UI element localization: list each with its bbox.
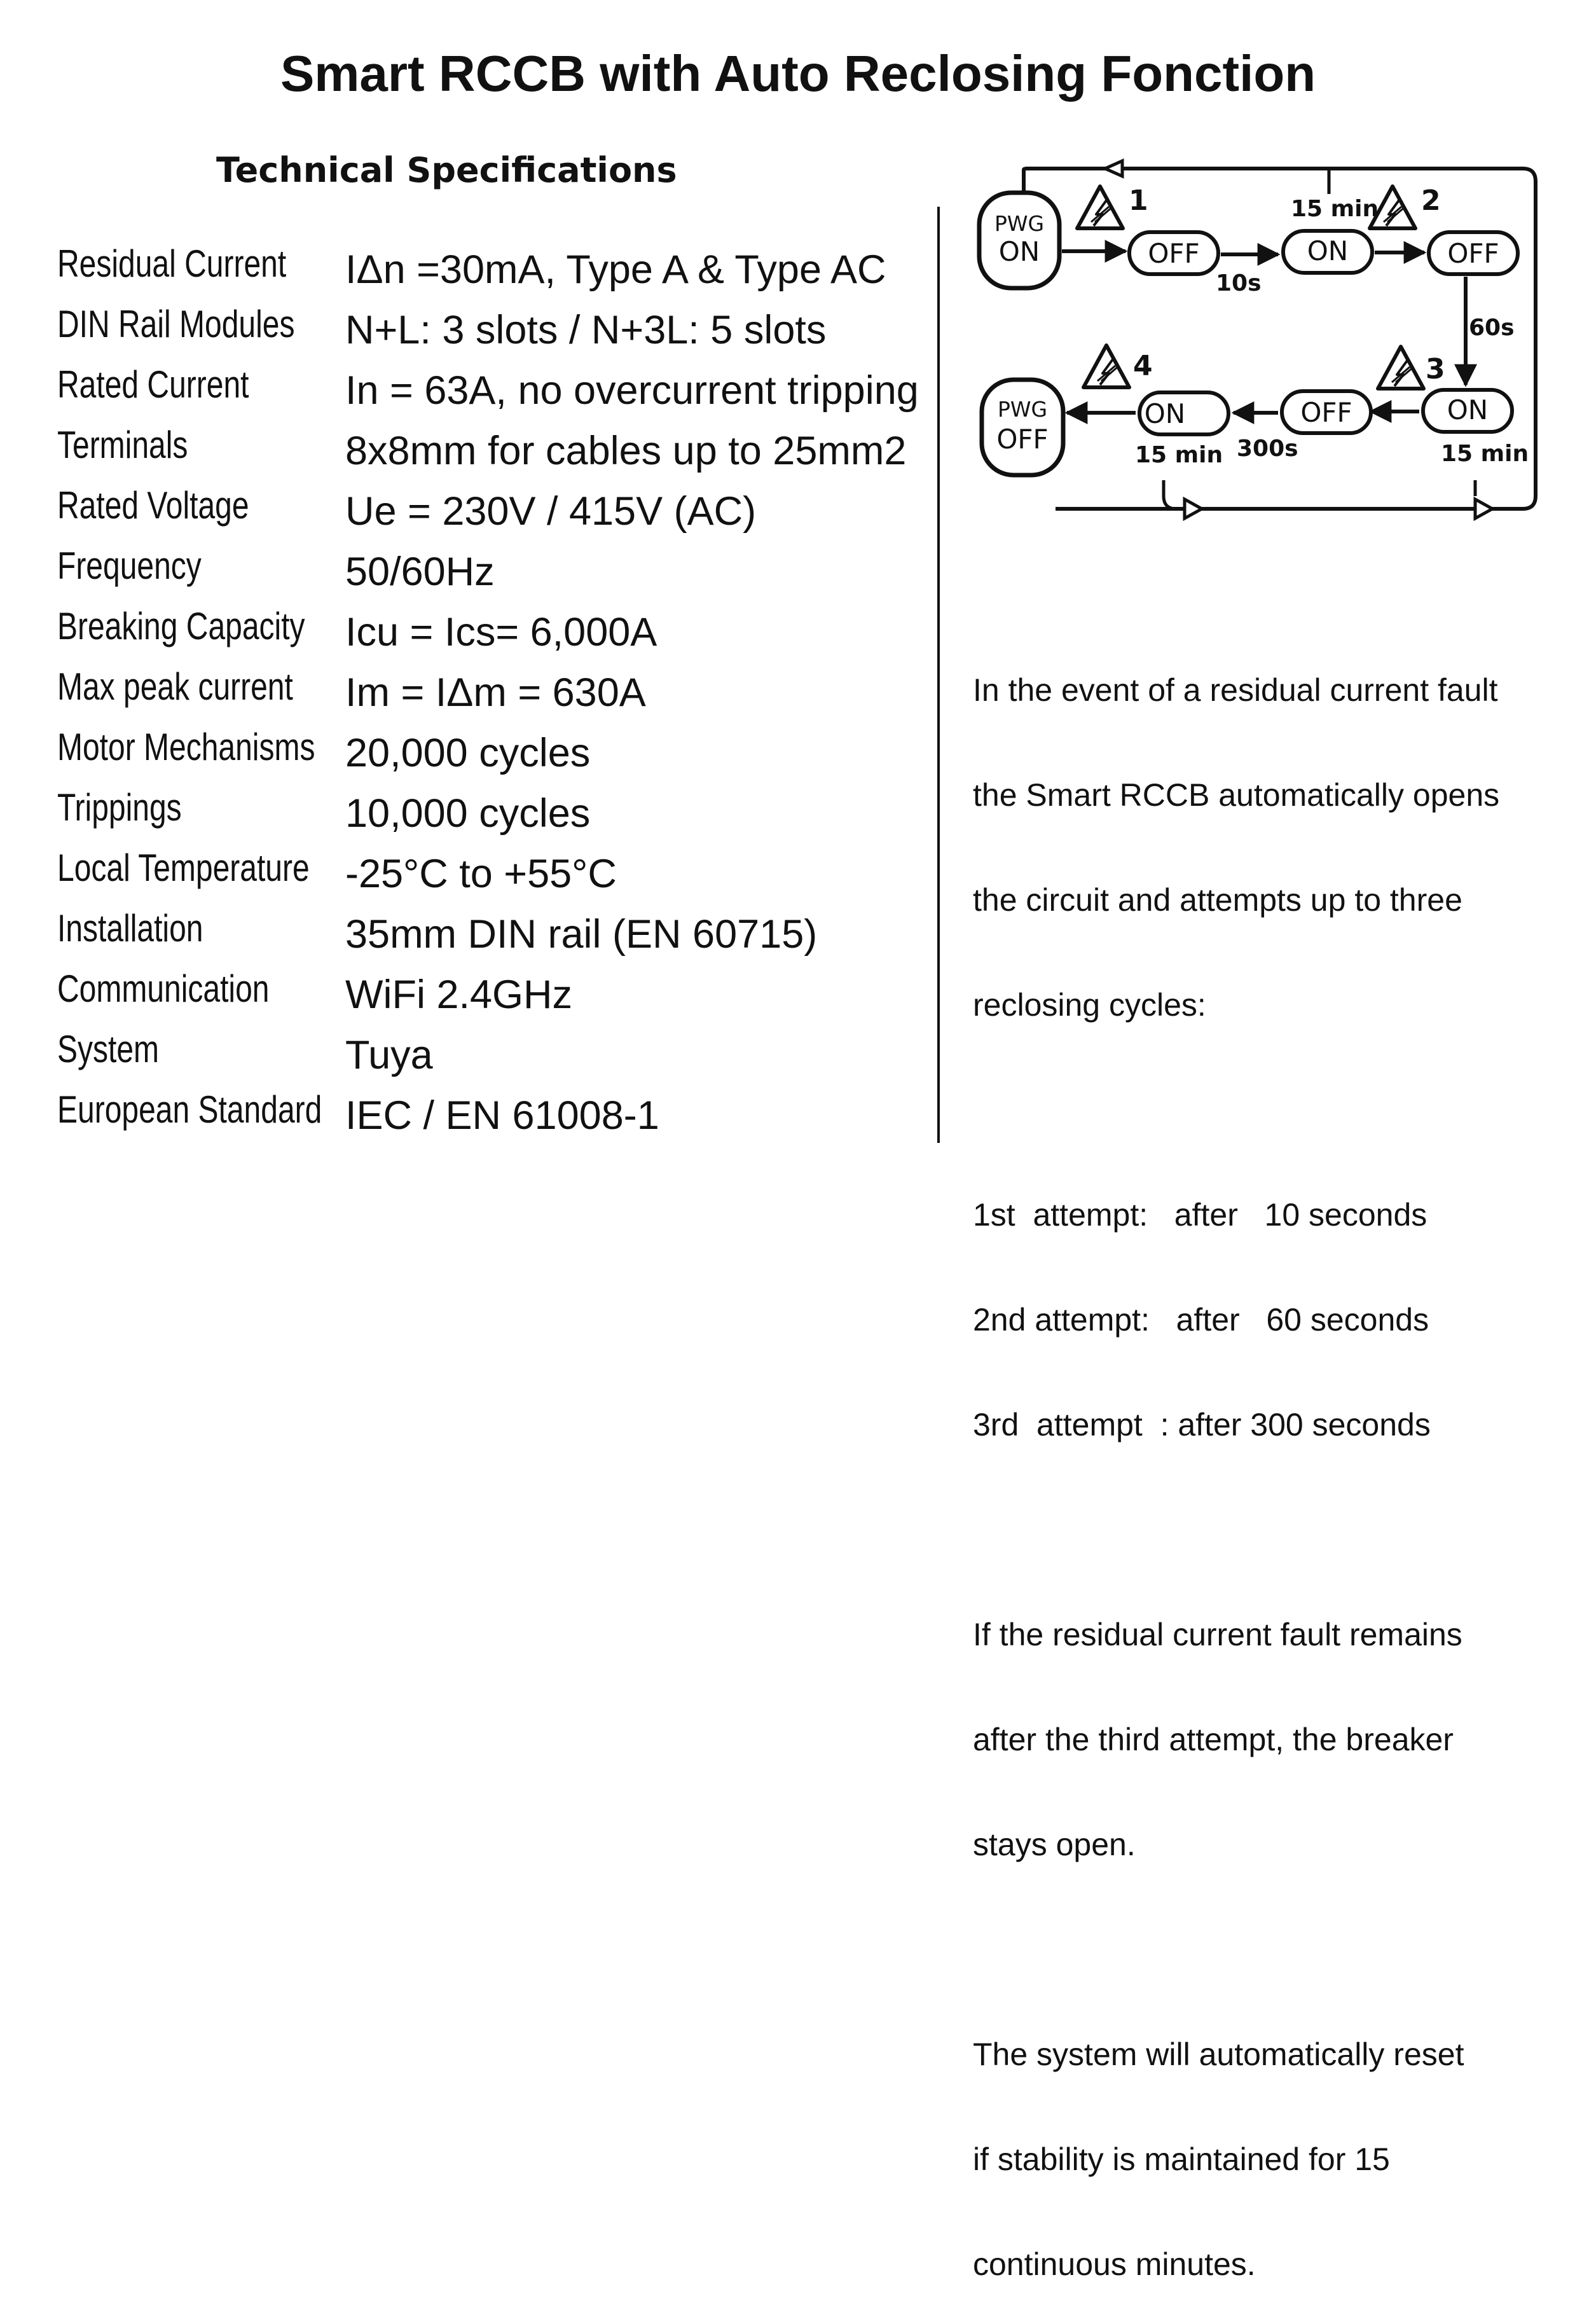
state-on-2-label: ON [1307,235,1348,266]
pwg-on-label-bottom: ON [999,236,1040,267]
specs-heading: Technical Specifications [216,150,677,190]
timer-10s: 10s [1216,270,1262,296]
notes-line: the Smart RCCB automatically opens [973,777,1500,813]
timer-300s: 300s [1237,436,1298,462]
spec-label: Terminals [57,424,188,466]
spec-value: 50/60Hz [345,550,495,594]
fault-4-icon [1083,345,1129,387]
spec-label: Local Temperature [57,847,310,889]
spec-label: Residual Current [57,242,287,285]
fault-2-number: 2 [1421,184,1441,217]
state-off-1-label: OFF [1148,238,1199,269]
spec-value: Im = IΔm = 630A [345,670,646,715]
spec-label: Trippings [57,786,182,829]
fault-3-number: 3 [1426,353,1445,385]
pwg-off-label-top: PWG [998,397,1047,422]
spec-label: Installation [57,907,203,950]
attempt-line: 1st attempt: after 10 seconds [973,1197,1427,1233]
spec-label: System [57,1028,160,1070]
spec-value: Tuya [345,1033,433,1077]
notes-line: The system will automatically reset [973,2037,1464,2072]
spec-value: In = 63A, no overcurrent tripping [345,368,919,413]
spec-label: Breaking Capacity [57,605,305,647]
spec-value: -25°C to +55°C [345,852,617,896]
notes-line: the circuit and attempts up to three [973,882,1462,918]
notes-line: In the event of a residual current fault [973,672,1498,708]
fault-1-number: 1 [1129,184,1148,217]
spec-value: 10,000 cycles [345,791,591,836]
pwg-on-node [977,190,1062,291]
spec-value: WiFi 2.4GHz [345,972,573,1017]
loop-arrow-icon [1183,496,1206,522]
spec-value: Ue = 230V / 415V (AC) [345,489,757,534]
state-off-3-label: OFF [1300,397,1352,428]
spec-value: Icu = Ics= 6,000A [345,610,657,654]
attempt-line: 2nd attempt: after 60 seconds [973,1302,1429,1338]
loop-arrow-icon [1473,496,1496,522]
state-off-3 [1280,389,1373,435]
reclosing-cycle-diagram: PWG ON OFF 10s ON OFF 15 min 1 2 60s ON … [977,158,1538,522]
page-title: Smart RCCB with Auto Reclosing Fonction [280,45,1316,102]
state-on-3-label: ON [1447,394,1488,425]
notes-line: reclosing cycles: [973,987,1206,1023]
timer-reset-right: 15 min [1441,441,1529,467]
attempt-line: 3rd attempt : after 300 seconds [973,1407,1431,1442]
reclosing-notes: In the event of a residual current fault… [973,603,1583,2317]
state-off-2-label: OFF [1447,238,1499,269]
spec-value: 8x8mm for cables up to 25mm2 [345,429,907,473]
reset-bottom-connector [1162,480,1177,511]
column-divider [937,207,940,1143]
fault-1-icon [1077,186,1123,228]
notes-line: after the third attempt, the breaker [973,1722,1454,1757]
timer-reset-bottom: 15 min [1135,442,1223,468]
timer-60s: 60s [1469,315,1515,341]
spec-value: IΔn =30mA, Type A & Type AC [345,247,886,292]
spec-label: Rated Voltage [57,484,249,527]
notes-line: continuous minutes. [973,2246,1256,2282]
notes-line: stays open. [973,1827,1136,1862]
spec-label: Motor Mechanisms [57,726,315,768]
spec-label: Max peak current [57,665,293,708]
spec-value: IEC / EN 61008-1 [345,1093,659,1138]
spec-label: Frequency [57,544,202,587]
timer-reset-top: 15 min [1291,196,1379,222]
notes-line: if stability is maintained for 15 [973,2141,1390,2177]
state-off-2 [1427,230,1520,276]
fault-4-number: 4 [1133,350,1153,382]
state-off-1 [1127,230,1220,276]
spec-value: 35mm DIN rail (EN 60715) [345,912,818,957]
reset-loop-line [1022,167,1538,511]
spec-label: DIN Rail Modules [57,303,295,345]
loop-arrow-icon [1101,158,1124,179]
pwg-on-label-top: PWG [994,211,1044,236]
state-on-4 [1138,391,1230,436]
fault-3-icon [1378,347,1424,389]
spec-label: Communication [57,967,270,1010]
spec-label: Rated Current [57,363,249,406]
state-on-2 [1281,229,1374,275]
state-on-4-label: ON [1145,398,1185,429]
notes-line: If the residual current fault remains [973,1617,1462,1652]
pwg-off-node [979,377,1066,478]
spec-value: 20,000 cycles [345,731,591,775]
spec-label: European Standard [57,1088,322,1131]
pwg-off-label-bottom: OFF [996,424,1048,455]
spec-value: N+L: 3 slots / N+3L: 5 slots [345,308,827,352]
state-on-3 [1421,388,1514,434]
